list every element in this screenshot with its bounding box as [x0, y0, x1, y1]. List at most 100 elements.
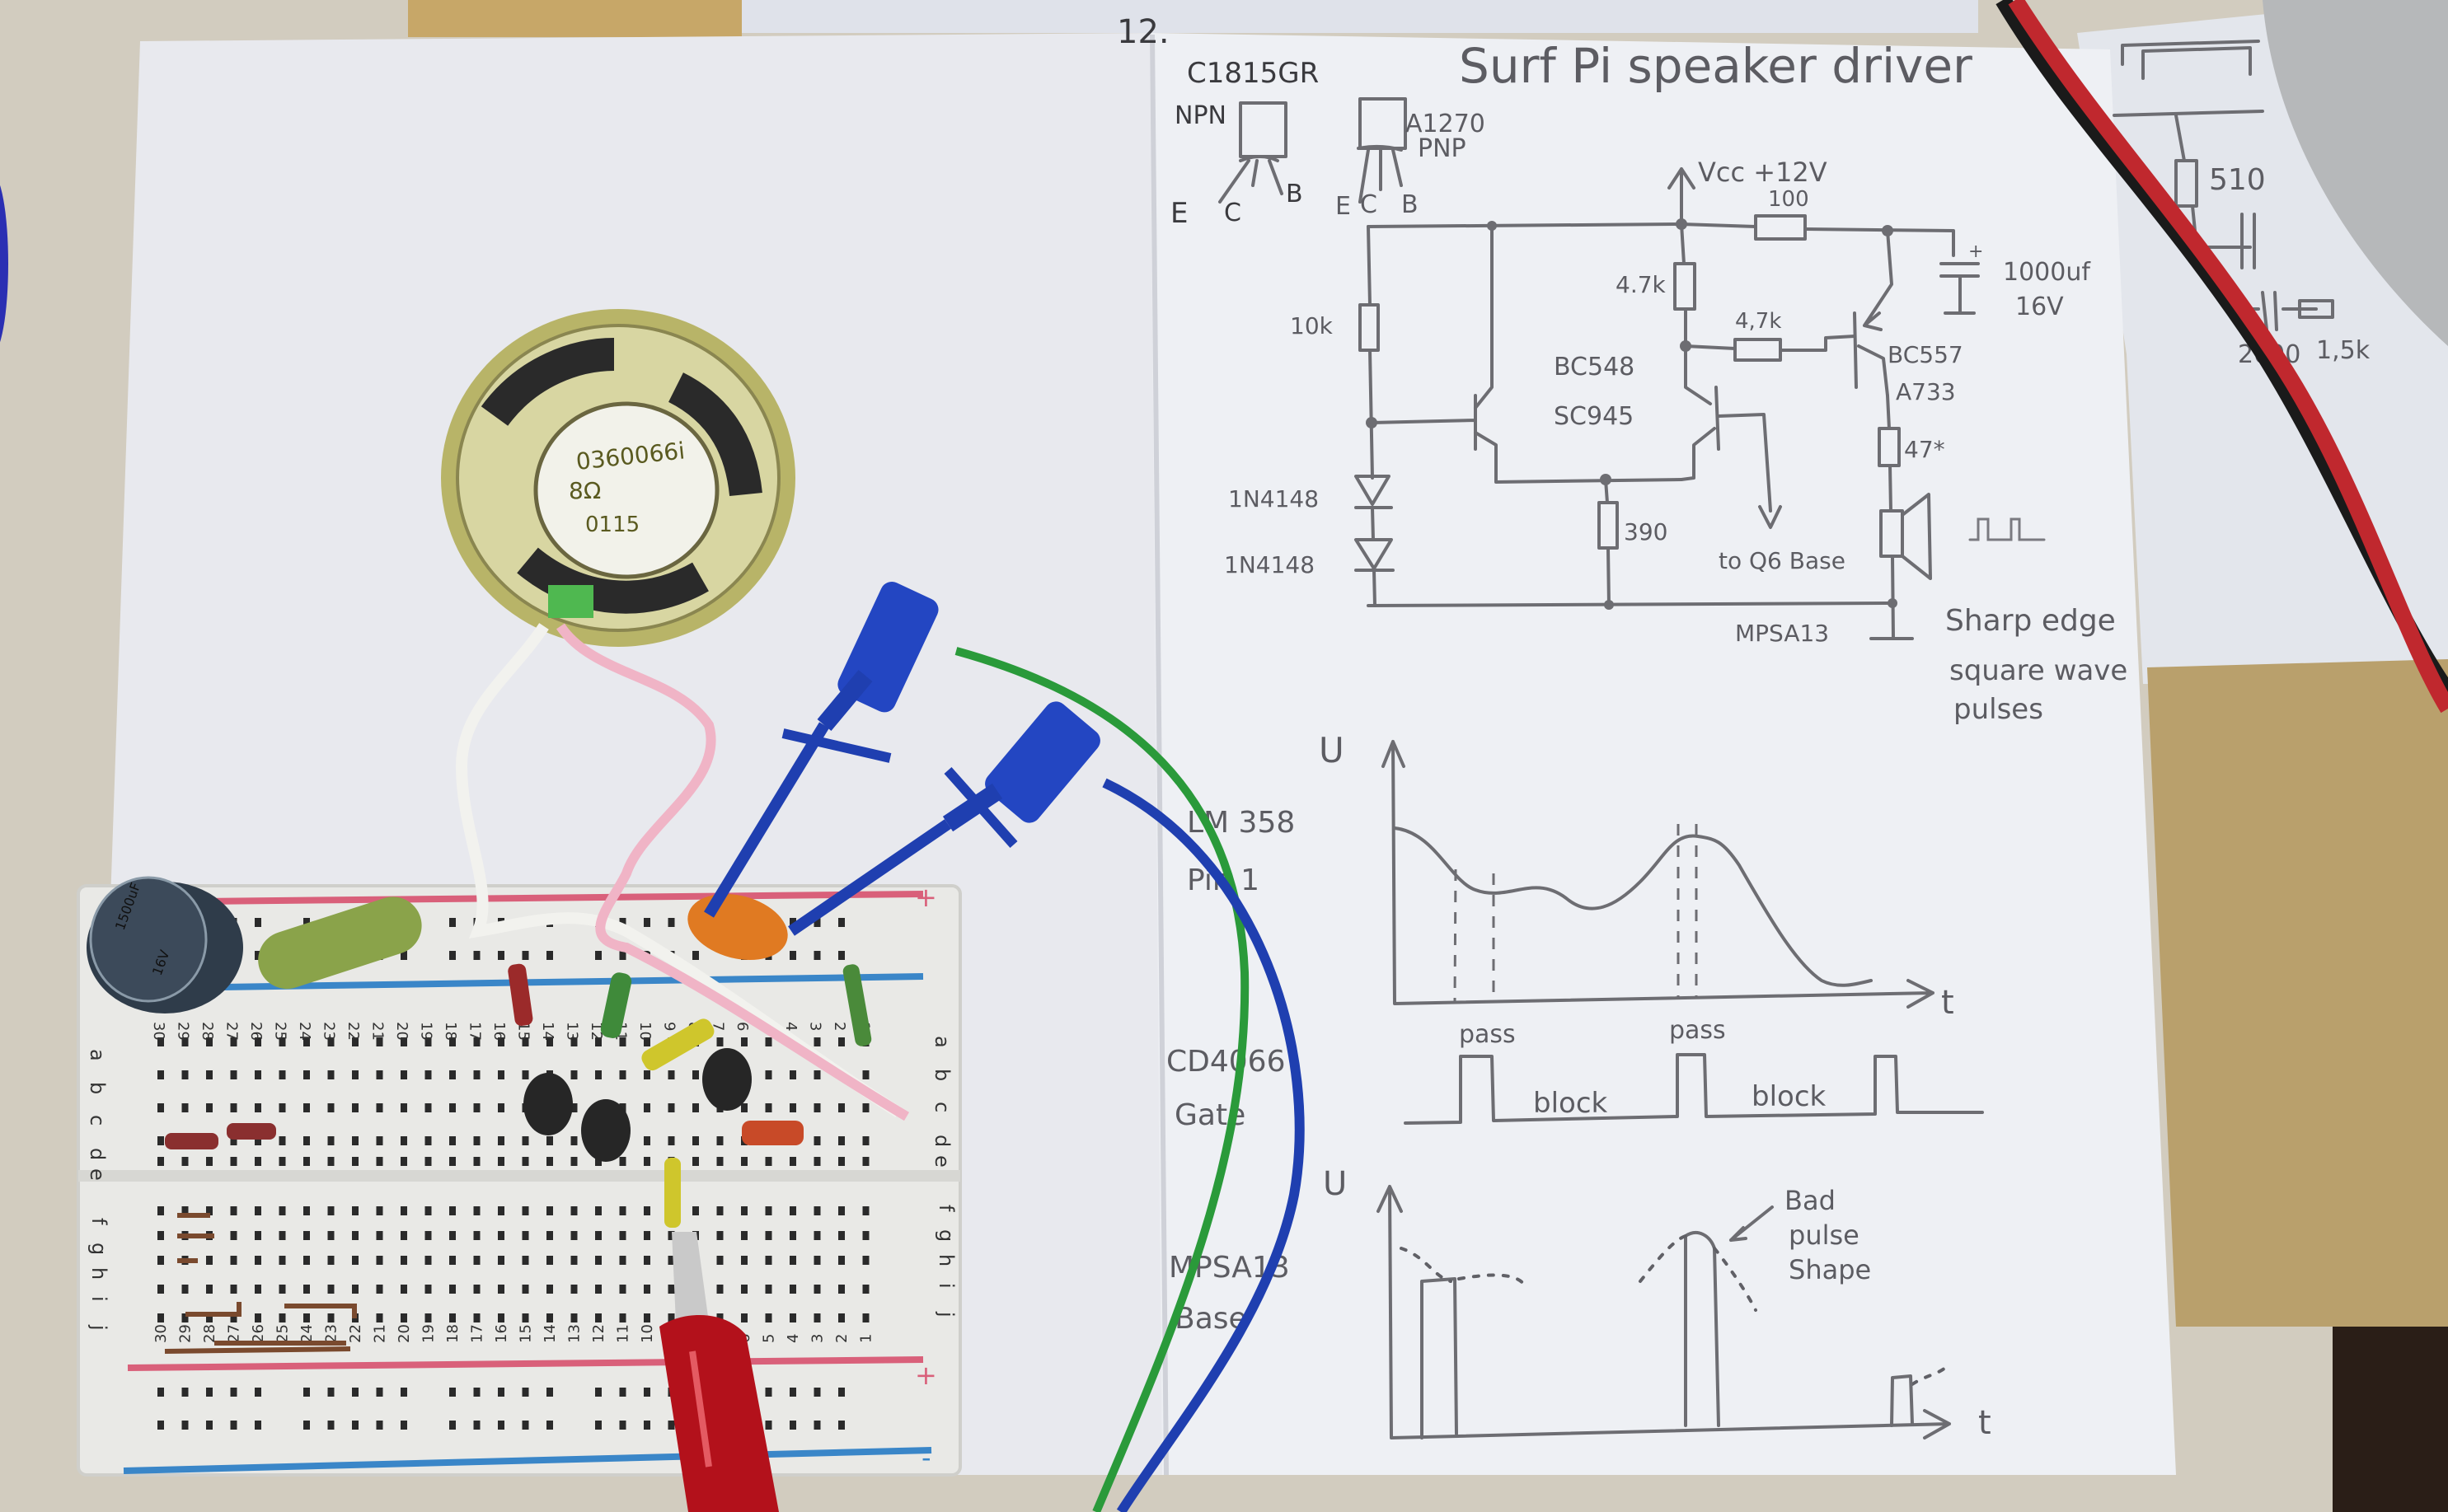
- breadboard-row-letter: c: [931, 1102, 954, 1112]
- breadboard-hole: [814, 1421, 821, 1430]
- breadboard-column-number: 20: [393, 1022, 410, 1041]
- breadboard-column-number: 11: [615, 1324, 632, 1343]
- breadboard-hole: [449, 1313, 456, 1322]
- breadboard-column-number: 12: [588, 1022, 605, 1041]
- breadboard-hole: [449, 1206, 456, 1215]
- breadboard-row-letter: f: [87, 1218, 110, 1225]
- breadboard-hole: [862, 1285, 870, 1294]
- breadboard-hole: [157, 1206, 164, 1215]
- breadboard-hole: [522, 1136, 529, 1145]
- breadboard-hole: [230, 1037, 237, 1046]
- breadboard-hole: [206, 1421, 213, 1430]
- breadboard-row-letter: f: [935, 1205, 958, 1212]
- resistor-red-1: [165, 1133, 218, 1149]
- gate-state-block-2: block: [1752, 1080, 1827, 1113]
- breadboard-hole: [522, 1070, 529, 1079]
- breadboard-hole: [692, 1206, 699, 1215]
- breadboard-hole: [352, 1206, 359, 1215]
- breadboard-hole: [327, 1388, 335, 1397]
- breadboard-hole: [862, 1136, 870, 1145]
- paper-sheet-top: [742, 0, 1978, 33]
- breadboard-hole: [862, 1070, 870, 1079]
- breadboard-hole: [303, 1037, 310, 1046]
- breadboard-hole: [401, 1157, 407, 1166]
- breadboard-hole: [668, 1421, 675, 1430]
- breadboard-hole: [498, 1256, 504, 1265]
- pnp-driver-label-2: A733: [1896, 378, 1956, 405]
- breadboard-hole: [473, 1037, 481, 1046]
- breadboard-hole: [449, 1103, 456, 1112]
- breadboard-hole: [303, 1206, 310, 1215]
- breadboard-hole: [376, 1136, 383, 1145]
- breadboard-hole: [498, 1070, 504, 1079]
- breadboard-hole: [401, 1231, 407, 1240]
- breadboard-hole: [814, 1103, 821, 1112]
- breadboard-hole: [327, 1136, 335, 1145]
- breadboard-hole: [814, 1136, 821, 1145]
- breadboard-hole: [741, 1037, 748, 1046]
- breadboard-hole: [498, 1206, 504, 1215]
- notebook-right-page: [1150, 33, 2176, 1475]
- breadboard-hole: [449, 1136, 456, 1145]
- breadboard-row-letter: b: [86, 1082, 109, 1094]
- breadboard-hole: [498, 1157, 504, 1166]
- breadboard-hole: [741, 1103, 748, 1112]
- breadboard-column-number: 28: [201, 1324, 218, 1343]
- transistor-1: [523, 1073, 573, 1135]
- breadboard-hole: [619, 918, 626, 927]
- bad-pulse-line-1: Bad: [1784, 1185, 1836, 1216]
- breadboard-hole: [473, 1231, 481, 1240]
- breadboard-hole: [765, 1206, 772, 1215]
- breadboard-hole: [765, 1231, 772, 1240]
- probe-wire-blue: [1102, 778, 1305, 1512]
- breadboard-column-number: 26: [247, 1022, 265, 1041]
- breadboard-hole: [619, 1206, 626, 1215]
- transistor-3: [702, 1048, 752, 1111]
- breadboard-hole: [522, 1285, 529, 1294]
- note-line-3: pulses: [1953, 693, 2043, 726]
- breadboard-hole: [352, 1037, 359, 1046]
- axis-t-1: t: [1941, 984, 1954, 1022]
- breadboard-hole: [570, 1231, 578, 1240]
- breadboard-hole: [473, 1313, 481, 1322]
- breadboard-hole: [814, 1313, 821, 1322]
- breadboard-hole: [230, 1136, 237, 1145]
- breadboard-hole: [181, 1037, 189, 1046]
- breadboard-column-number: 30: [150, 1022, 167, 1041]
- breadboard-hole: [449, 1421, 456, 1430]
- breadboard-hole: [619, 1157, 626, 1166]
- breadboard-hole: [692, 1103, 699, 1112]
- breadboard: + + - 3030292928282727262625252424232322…: [77, 882, 962, 1477]
- breadboard-hole: [327, 1313, 335, 1322]
- breadboard-column-number: 22: [347, 1324, 364, 1343]
- breadboard-hole: [668, 1136, 675, 1145]
- breadboard-hole: [424, 1070, 432, 1079]
- breadboard-hole: [181, 1206, 189, 1215]
- speaker: 0360066i 8Ω 0115: [441, 309, 795, 647]
- breadboard-hole: [522, 1256, 529, 1265]
- breadboard-hole: [327, 1157, 335, 1166]
- breadboard-hole: [230, 1256, 237, 1265]
- breadboard-hole: [619, 1421, 626, 1430]
- breadboard-hole: [546, 1421, 553, 1430]
- breadboard-hole: [206, 1037, 213, 1046]
- rail-plus-top: +: [915, 882, 937, 913]
- breadboard-hole: [595, 1231, 602, 1240]
- alligator-clip-red: [659, 1232, 779, 1512]
- npn-pin-e: E: [1170, 197, 1188, 230]
- breadboard-hole: [473, 1421, 481, 1430]
- gate-state-pass-2: pass: [1669, 1016, 1726, 1045]
- breadboard-hole: [790, 1285, 796, 1294]
- breadboard-hole: [838, 951, 845, 960]
- breadboard-hole: [424, 1313, 432, 1322]
- breadboard-hole: [814, 1157, 821, 1166]
- breadboard-column-number: 5: [761, 1334, 778, 1343]
- breadboard-hole: [206, 1256, 213, 1265]
- breadboard-hole: [279, 1103, 286, 1112]
- breadboard-hole: [522, 1037, 529, 1046]
- breadboard-hole: [498, 1313, 504, 1322]
- breadboard-hole: [570, 1157, 578, 1166]
- breadboard-hole: [790, 1313, 796, 1322]
- breadboard-hole: [790, 918, 796, 927]
